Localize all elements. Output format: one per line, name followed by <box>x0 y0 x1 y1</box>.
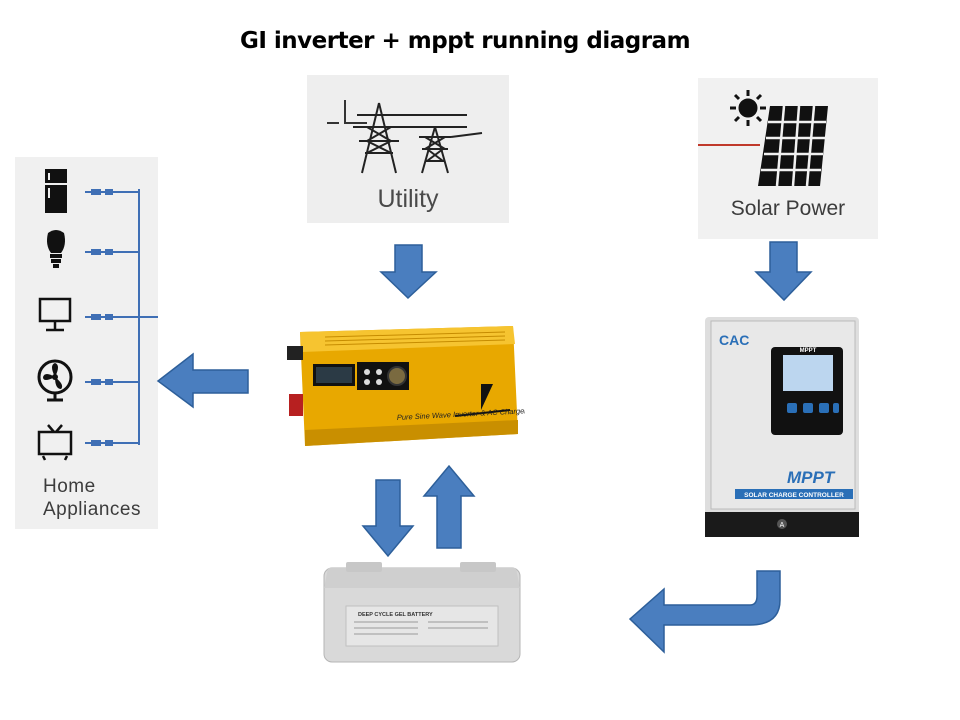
mppt-brand: MPPT <box>787 468 836 487</box>
solar-panel-icon <box>698 90 828 187</box>
arrow-solar-to-mppt <box>754 241 813 302</box>
computer-icon <box>38 297 72 332</box>
sun-icon <box>730 90 766 126</box>
arrow-mppt-to-battery <box>628 570 781 654</box>
svg-text:A: A <box>780 522 785 529</box>
battery: DEEP CYCLE GEL BATTERY <box>323 562 521 663</box>
diagram-title: GI inverter + mppt running diagram <box>239 28 691 54</box>
inverter-device: Pure Sine Wave Inverter & AC Charger <box>287 326 525 446</box>
power-tower-icon <box>327 100 483 174</box>
mppt-screen-title: MPPT <box>800 348 817 354</box>
arrow-inverter-to-battery <box>361 479 415 558</box>
home-appliances-label: Home Appliances <box>43 475 141 521</box>
arrow-battery-to-inverter <box>422 464 476 549</box>
solar-label: Solar Power <box>730 197 846 220</box>
arrow-inverter-to-home <box>156 352 249 409</box>
mppt-logo: CAC <box>719 332 749 348</box>
utility-label: Utility <box>377 185 439 213</box>
home-label-line1: Home <box>43 476 96 497</box>
appliance-wiring <box>37 169 158 461</box>
fridge-icon <box>45 169 67 213</box>
battery-label: DEEP CYCLE GEL BATTERY <box>358 612 433 618</box>
fan-icon <box>37 359 73 402</box>
home-label-line2: Appliances <box>43 499 141 520</box>
mppt-subtitle: SOLAR CHARGE CONTROLLER <box>744 492 844 499</box>
arrow-utility-to-inverter <box>379 244 438 300</box>
tv-icon <box>37 424 73 461</box>
home-appliances-panel: Home Appliances <box>15 157 158 529</box>
mppt-controller: A MPPT CAC MPPT SOLAR CHARGE CONTROLLER <box>705 317 859 537</box>
utility-panel: Utility <box>307 75 509 223</box>
bulb-icon <box>47 230 65 268</box>
solar-panel: Solar Power <box>698 78 878 239</box>
